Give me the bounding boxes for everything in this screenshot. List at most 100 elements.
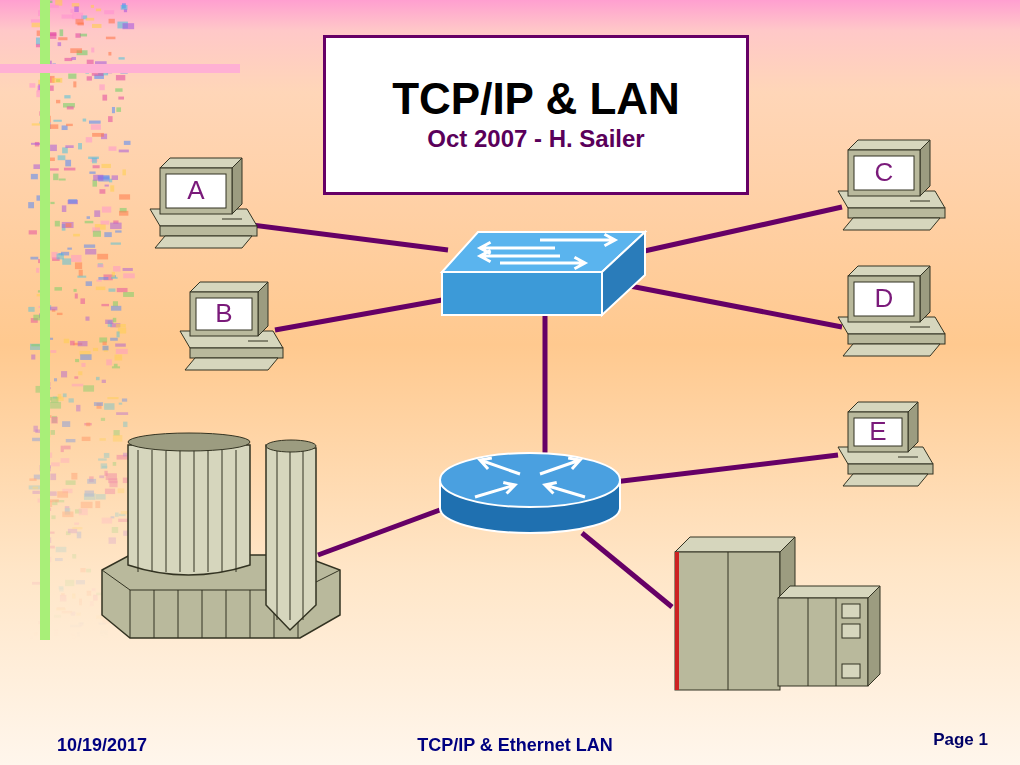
texture-dash (60, 595, 66, 602)
texture-dash (58, 37, 67, 40)
texture-dash (62, 611, 72, 613)
decor-strip (28, 0, 135, 644)
base-front (190, 348, 283, 358)
texture-dash (50, 145, 57, 151)
texture-dash (92, 133, 104, 137)
texture-dash (119, 211, 128, 216)
texture-dash (101, 463, 107, 468)
texture-dash (99, 475, 104, 478)
drive-slot (248, 341, 268, 342)
monitor-screen (854, 282, 914, 316)
segment-facet (277, 448, 278, 620)
texture-dash (111, 277, 117, 279)
texture-dash (65, 580, 74, 586)
computer-letter: C (875, 158, 894, 188)
texture-dash (102, 380, 106, 383)
tower-facet (222, 450, 223, 572)
texture-dash (77, 632, 80, 636)
green-bar (40, 0, 50, 640)
texture-dash (74, 6, 79, 12)
texture-dash (84, 244, 95, 247)
texture-dash (107, 397, 118, 399)
texture-dash (97, 254, 108, 260)
texture-dash (50, 350, 56, 353)
texture-dash (115, 355, 123, 361)
bench-facet (202, 590, 203, 638)
texture-dash (124, 141, 131, 145)
texture-dash (66, 223, 72, 227)
texture-dash (61, 371, 67, 377)
texture-dash (73, 234, 80, 237)
texture-dash (49, 168, 58, 170)
monitor-top (848, 140, 930, 150)
texture-dash (71, 57, 75, 60)
texture-dash (33, 164, 40, 169)
texture-dash (108, 52, 111, 56)
texture-dash (29, 230, 37, 234)
texture-dash (93, 231, 101, 237)
texture-dash (123, 268, 133, 271)
texture-dash (86, 18, 94, 21)
router-top (440, 453, 620, 507)
texture-dash (75, 19, 83, 25)
texture-dash (62, 222, 74, 228)
texture-dash (36, 268, 39, 273)
texture-dash (78, 371, 82, 375)
texture-dash (83, 119, 87, 122)
texture-dash (81, 363, 85, 367)
texture-dash (99, 622, 106, 624)
texture-dash (93, 175, 103, 181)
network-cable (543, 315, 548, 458)
network-cable (318, 507, 448, 555)
texture-dash (72, 593, 75, 598)
texture-dash (61, 446, 64, 452)
slide-title: TCP/IP & LAN (392, 74, 680, 125)
texture-dash (93, 165, 100, 168)
router-arrow (545, 483, 585, 497)
texture-dash (60, 29, 64, 36)
unit-seam (836, 598, 837, 686)
texture-dash (102, 207, 111, 213)
computer-letter: E (869, 417, 886, 447)
texture-dash (50, 202, 54, 204)
texture-dash (29, 485, 41, 489)
texture-dash (115, 88, 122, 91)
monitor-screen (196, 298, 252, 330)
texture-dash (87, 60, 94, 65)
monitor-front (160, 168, 232, 214)
texture-dash (31, 174, 38, 179)
texture-dash (103, 342, 107, 345)
texture-dash (56, 100, 60, 103)
texture-dash (105, 320, 113, 324)
monitor-screen (166, 174, 226, 208)
texture-dash (102, 518, 112, 524)
texture-dash (64, 339, 69, 343)
texture-dash (112, 107, 115, 113)
texture-dash (30, 344, 40, 350)
texture-dash (116, 107, 121, 112)
texture-dash (76, 580, 85, 584)
segment-top (266, 440, 316, 452)
texture-dash (99, 84, 104, 90)
texture-dash (85, 249, 96, 255)
tower-facet (180, 450, 181, 572)
texture-dash (79, 508, 88, 515)
texture-dash (91, 5, 94, 8)
monitor-top (848, 266, 930, 276)
texture-dash (61, 458, 70, 463)
keyboard (843, 218, 940, 230)
base-front (160, 226, 257, 236)
supercomputer-icon (102, 433, 340, 638)
texture-dash (110, 223, 122, 229)
bench-facet (250, 590, 251, 638)
texture-dash (30, 257, 38, 260)
texture-dash (101, 164, 110, 168)
texture-dash (28, 307, 34, 312)
base-front (848, 208, 945, 218)
texture-dash (98, 458, 107, 460)
texture-dash (108, 288, 115, 291)
cabinet-top (675, 537, 795, 552)
monitor-top (848, 402, 918, 412)
mainframe-icon (675, 537, 880, 690)
workstation-icon (838, 140, 945, 230)
